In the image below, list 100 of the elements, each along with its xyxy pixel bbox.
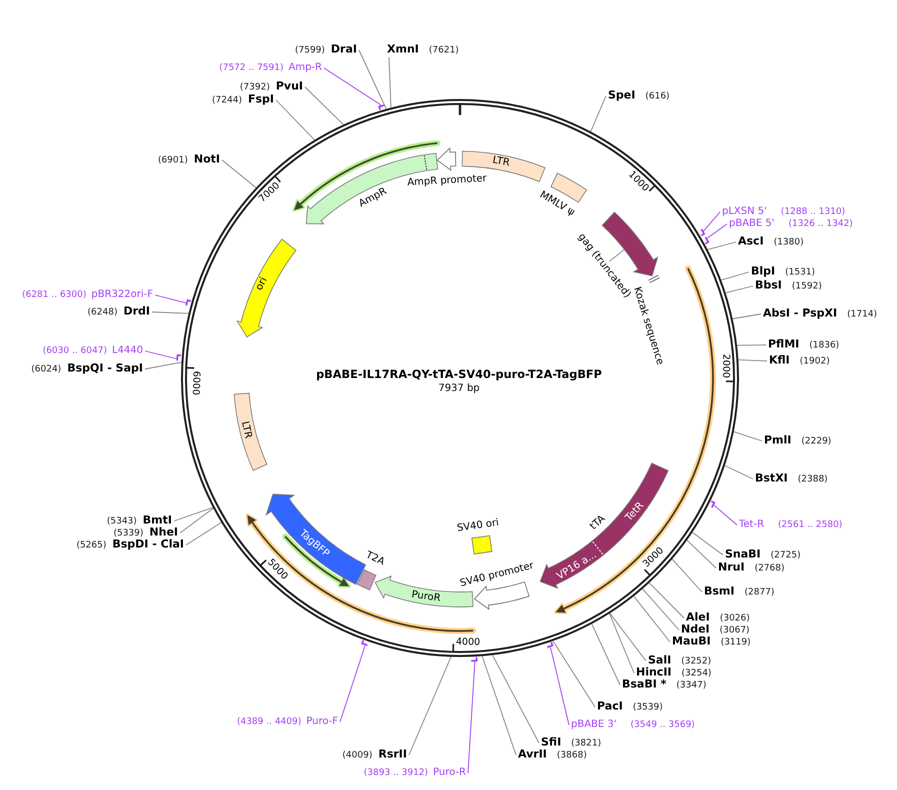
enzyme-name: SfiI — [541, 736, 562, 749]
cut-position: (6024) — [31, 366, 62, 376]
cut-position: (2768) — [754, 564, 784, 574]
scale-label: 4000 — [456, 637, 481, 648]
leader-line — [725, 286, 754, 294]
leader-line — [591, 623, 620, 686]
leader-line — [590, 96, 606, 132]
feature-label: SV40 ori — [456, 517, 500, 535]
leader-line — [714, 504, 738, 526]
leader-line — [186, 522, 222, 546]
enzyme-name: BstXI — [755, 472, 788, 485]
cut-position: (3254) — [682, 670, 712, 680]
leader-line — [304, 86, 344, 126]
primer-name: Puro-R — [433, 767, 466, 778]
enzyme-name: PvuI — [276, 80, 303, 93]
leader-line — [276, 100, 315, 140]
cut-position: (7621) — [428, 46, 459, 56]
primer-coordinates: (6281 .. 6300) — [22, 291, 86, 301]
primer-coordinates: (1288 .. 1310) — [780, 208, 846, 218]
cut-position: (4009) — [342, 752, 372, 762]
enzyme-name: PmlI — [764, 434, 792, 447]
cut-position: (3119) — [720, 638, 751, 648]
leader-line — [144, 350, 177, 360]
enzyme-name: KflI — [769, 354, 790, 367]
enzyme-name: BbsI — [755, 280, 782, 292]
enzyme-name: BmtI — [142, 514, 172, 527]
primer-coordinates: (3549 .. 3569) — [630, 721, 695, 731]
cut-position: (7599) — [294, 46, 325, 56]
cut-position: (3026) — [720, 614, 750, 624]
cut-position: (1380) — [774, 238, 804, 248]
cut-position: (5265) — [76, 542, 106, 552]
cut-position: (3347) — [676, 682, 706, 692]
enzyme-name: NruI — [718, 562, 745, 574]
cut-position: (1714) — [847, 310, 878, 320]
leader-line — [154, 294, 186, 304]
cut-position: (2229) — [801, 438, 832, 448]
enzyme-name: BsmI — [704, 586, 734, 598]
leader-line — [724, 465, 754, 480]
cut-position: (1531) — [785, 268, 816, 278]
enzyme-name: RsrII — [378, 748, 407, 761]
enzyme-name: PflMI — [768, 338, 800, 351]
enzyme-name: NheI — [149, 526, 178, 539]
primer-name: Puro-F — [306, 716, 338, 728]
leader-line — [144, 362, 182, 370]
scale-label: 2000 — [719, 354, 730, 379]
enzyme-name: BlpI — [751, 266, 776, 278]
cut-position: (2725) — [770, 552, 801, 562]
leader-line — [358, 50, 387, 110]
enzyme-name: AscI — [738, 236, 764, 248]
leader-line — [180, 508, 214, 534]
cut-position: (7392) — [240, 84, 270, 94]
cut-position: (3252) — [681, 658, 712, 668]
primer-name: L4440 — [112, 345, 143, 356]
cut-position: (616) — [645, 92, 670, 102]
primer-name: pBABE 5' — [729, 218, 775, 230]
enzyme-name: SpeI — [608, 90, 636, 102]
leader-line — [692, 532, 724, 556]
leader-line — [550, 646, 570, 726]
enzyme-name: MauBI — [672, 636, 711, 648]
plasmid-name: pBABE-IL17RA-QY-tTA-SV40-puro-T2A-TagBFP — [316, 368, 602, 382]
leader-line — [492, 654, 540, 744]
feature-label: ori — [254, 276, 270, 292]
leader-line — [340, 645, 366, 722]
feature-label: LTR — [238, 420, 254, 440]
enzyme-name: NdeI — [681, 624, 710, 636]
leader-line — [672, 558, 702, 592]
cut-position: (2877) — [744, 588, 774, 598]
cut-position: (5343) — [106, 518, 137, 528]
leader-line — [608, 248, 626, 262]
leader-line — [408, 656, 452, 756]
leader-line — [720, 272, 750, 280]
leader-line — [482, 656, 516, 756]
enzyme-name: AleI — [686, 612, 710, 624]
leader-line — [388, 57, 392, 108]
leader-line — [552, 640, 596, 708]
enzyme-name: BspDI - ClaI — [112, 538, 184, 551]
feature-label: PuroR — [410, 589, 442, 605]
primer-name: Tet-R — [739, 519, 764, 530]
primer-name: pBR322ori-F — [91, 289, 153, 300]
cut-position: (1592) — [792, 282, 822, 292]
enzyme-name: HincII — [636, 666, 672, 679]
cut-position: (1836) — [809, 342, 840, 352]
leader-line — [732, 314, 762, 320]
leader-line — [152, 312, 190, 314]
segment-label: TetR — [624, 500, 646, 524]
leader-line — [633, 596, 670, 642]
leader-line — [174, 507, 214, 522]
primer-name: pLXSN 5' — [722, 206, 767, 218]
enzyme-name: AbsI - PspXI — [763, 308, 838, 320]
feature-label: LTR — [491, 154, 511, 170]
enzyme-name: XmnI — [387, 44, 419, 56]
enzyme-name: NotI — [194, 154, 220, 166]
leader-line — [733, 431, 762, 442]
feature-label: AmpR promoter — [407, 173, 487, 189]
plasmid-length: 7937 bp — [438, 383, 480, 395]
enzyme-name: PacI — [597, 700, 623, 713]
cut-position: (3067) — [720, 626, 750, 636]
leader-line — [642, 588, 680, 630]
leader-line — [707, 242, 736, 250]
enzyme-name: FspI — [248, 94, 274, 106]
